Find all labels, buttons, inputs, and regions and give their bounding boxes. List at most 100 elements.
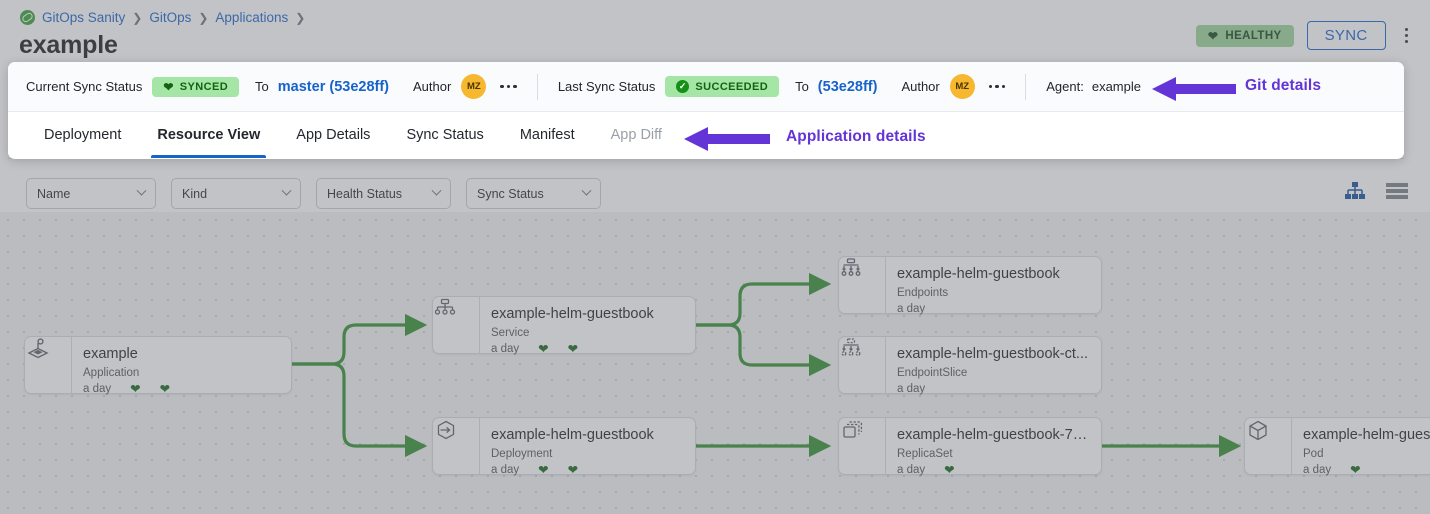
- node-body: example-helm-guest Pod a day ❤: [1292, 418, 1430, 477]
- health-heart-icon: ❤: [538, 341, 549, 356]
- health-heart-icon: ❤: [1350, 462, 1361, 477]
- graph-node-replicaset[interactable]: example-helm-guestbook-74... ReplicaSet …: [838, 417, 1102, 477]
- filter-kind-label: Kind: [182, 186, 208, 201]
- divider: [1025, 73, 1027, 100]
- tab-deployment[interactable]: Deployment: [44, 127, 122, 143]
- service-icon: [433, 297, 480, 353]
- current-author-avatar[interactable]: MZ: [461, 74, 487, 99]
- divider: [536, 73, 538, 100]
- node-body: example-helm-guestbook Service a day ❤ ❤: [480, 297, 695, 356]
- pod-icon: [1245, 418, 1292, 474]
- node-kind: Endpoints: [897, 286, 949, 299]
- health-heart-icon: ❤: [944, 462, 955, 477]
- annotation-label-git-details: Git details: [1245, 77, 1322, 94]
- last-author-avatar[interactable]: MZ: [949, 74, 975, 99]
- app-header: GitOps Sanity ❯ GitOps ❯ Applications ❯ …: [0, 0, 1430, 62]
- tab-app-details[interactable]: App Details: [296, 127, 371, 143]
- graph-node-pod[interactable]: example-helm-guest Pod a day ❤: [1244, 417, 1430, 477]
- node-name: example-helm-guestbook: [491, 306, 654, 322]
- current-sync-overflow-icon[interactable]: [500, 84, 517, 89]
- current-sync-status-badge: ❤ SYNCED: [152, 76, 240, 97]
- node-body: example-helm-guestbook Endpoints a day: [886, 257, 1101, 315]
- current-author-label: Author: [413, 79, 452, 94]
- filter-sync-status[interactable]: Sync Status: [466, 178, 601, 209]
- check-circle-icon: ✓: [676, 80, 690, 93]
- node-kind: Pod: [1303, 447, 1324, 460]
- graph-node-deployment[interactable]: example-helm-guestbook Deployment a day …: [432, 417, 696, 477]
- node-name: example-helm-guestbook-74...: [897, 427, 1090, 443]
- current-revision-link[interactable]: master (53e28ff): [277, 78, 390, 95]
- last-sync-status-label: Last Sync Status: [557, 79, 656, 94]
- node-meta: a day ❤: [897, 464, 1090, 477]
- node-name: example-helm-guestbook-ct...: [897, 346, 1088, 362]
- node-name: example: [83, 346, 138, 362]
- agent-label: Agent:: [1046, 79, 1084, 94]
- node-kind: EndpointSlice: [897, 366, 968, 379]
- kebab-menu-icon[interactable]: [1399, 25, 1415, 47]
- annotation-arrow-git-details: [1152, 77, 1236, 101]
- breadcrumb-item-gitops[interactable]: GitOps: [149, 10, 192, 25]
- edge-service-to-endpointslice: [696, 323, 832, 377]
- tab-sync-status[interactable]: Sync Status: [406, 127, 484, 143]
- node-meta: a day ❤ ❤: [491, 343, 684, 356]
- sync-heart-icon: ❤: [567, 462, 579, 477]
- resource-graph-canvas[interactable]: example Application a day ❤ ❤ example-he…: [0, 212, 1430, 514]
- sync-button[interactable]: SYNC: [1306, 21, 1386, 50]
- last-sync-overflow-icon[interactable]: [988, 84, 1006, 89]
- breadcrumb-separator-icon: ❯: [295, 10, 306, 25]
- health-status-badge: ❤ HEALTHY: [1195, 24, 1294, 47]
- graph-edges: [292, 272, 1242, 458]
- node-body: example Application a day ❤ ❤: [72, 337, 291, 396]
- header-actions: ❤ HEALTHY SYNC: [1195, 21, 1415, 50]
- tab-app-diff: App Diff: [610, 127, 662, 143]
- current-to-label: To: [255, 79, 269, 94]
- edge-app-to-deployment: [292, 362, 428, 458]
- node-age: a day: [83, 382, 112, 395]
- node-kind: Service: [491, 326, 530, 339]
- tab-resource-view[interactable]: Resource View: [139, 112, 278, 158]
- endpoints-icon: [839, 257, 886, 313]
- tree-view-icon[interactable]: [1345, 182, 1365, 205]
- node-age: a day: [1303, 463, 1332, 476]
- node-body: example-helm-guestbook-74... ReplicaSet …: [886, 418, 1101, 477]
- node-name: example-helm-guest: [1303, 427, 1430, 443]
- node-meta: a day ❤ ❤: [83, 383, 280, 396]
- node-age: a day: [897, 382, 926, 395]
- node-name: example-helm-guestbook: [897, 266, 1060, 282]
- edge-app-to-service: [292, 313, 428, 366]
- heart-icon: ❤: [163, 79, 174, 94]
- current-sync-status-label: Current Sync Status: [26, 79, 143, 94]
- heart-icon: ❤: [1207, 28, 1219, 43]
- node-meta: a day: [897, 383, 1090, 395]
- node-age: a day: [491, 342, 520, 355]
- tab-manifest[interactable]: Manifest: [519, 127, 575, 143]
- graph-node-endpointslice[interactable]: example-helm-guestbook-ct... EndpointSli…: [838, 336, 1102, 395]
- last-to-label: To: [795, 79, 809, 94]
- health-status-label: HEALTHY: [1225, 29, 1282, 42]
- health-heart-icon: ❤: [538, 462, 549, 477]
- filter-name[interactable]: Name: [26, 178, 156, 209]
- application-icon: [25, 337, 72, 393]
- graph-node-application[interactable]: example Application a day ❤ ❤: [24, 336, 292, 396]
- filter-health-status[interactable]: Health Status: [316, 178, 451, 209]
- edge-service-to-endpoints: [696, 272, 832, 327]
- view-toggle-group: [1345, 182, 1408, 205]
- chevron-down-icon: [431, 185, 442, 196]
- graph-node-endpoints[interactable]: example-helm-guestbook Endpoints a day: [838, 256, 1102, 315]
- node-meta: a day ❤ ❤: [491, 464, 684, 477]
- filter-kind[interactable]: Kind: [171, 178, 301, 209]
- breadcrumb: GitOps Sanity ❯ GitOps ❯ Applications ❯: [20, 10, 305, 25]
- breadcrumb-item-applications[interactable]: Applications: [215, 10, 289, 25]
- annotation-label-application-details: Application details: [786, 128, 926, 145]
- list-view-icon[interactable]: [1386, 182, 1408, 205]
- filter-health-status-label: Health Status: [327, 186, 403, 201]
- annotation-arrow-application-details: [684, 127, 770, 151]
- gitops-logo-icon: [20, 10, 35, 25]
- chevron-down-icon: [581, 185, 592, 196]
- node-age: a day: [897, 463, 926, 476]
- node-meta: a day ❤: [1303, 464, 1430, 477]
- graph-node-service[interactable]: example-helm-guestbook Service a day ❤ ❤: [432, 296, 696, 356]
- last-revision-link[interactable]: (53e28ff): [817, 78, 878, 95]
- replicaset-icon: [839, 418, 886, 474]
- breadcrumb-item-gitops-sanity[interactable]: GitOps Sanity: [42, 10, 126, 25]
